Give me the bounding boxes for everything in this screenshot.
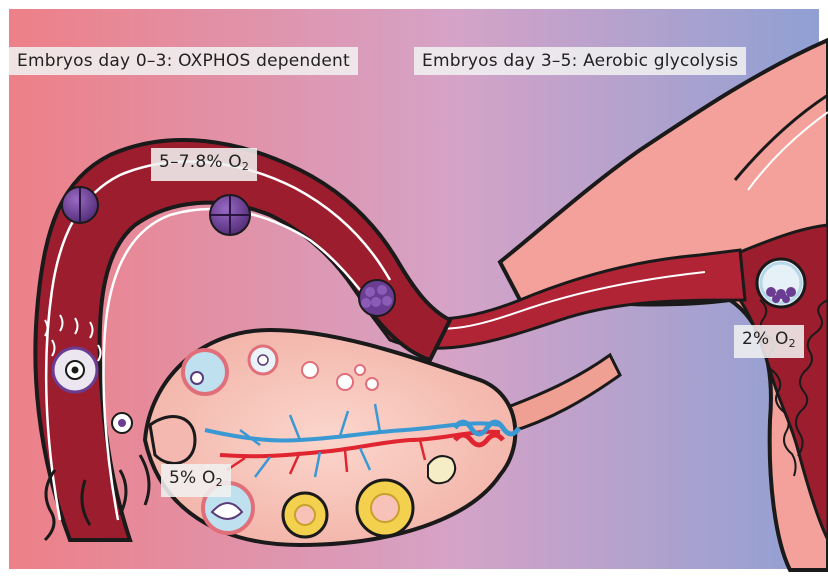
ovary-oxygen-value: 5% O [169,468,216,488]
corpus-albicans [428,456,455,483]
phase-label-oxphos: Embryos day 0–3: OXPHOS dependent [9,47,358,75]
embryo-4cell [210,195,250,235]
phase-label-oxphos-text: Embryos day 0–3: OXPHOS dependent [17,51,350,71]
phase-label-glycolysis: Embryos day 3–5: Aerobic glycolysis [414,47,746,75]
uterus-oxygen-label: 2% O2 [734,325,804,358]
oviduct-oxygen-subscript: 2 [242,160,249,173]
uterus-oxygen-value: 2% O [742,329,789,349]
embryo-morula [359,280,395,316]
ovary-oxygen-label: 5% O2 [161,464,231,497]
oviduct-oxygen-label: 5–7.8% O2 [151,148,257,181]
follicle [183,350,227,394]
oviduct-oxygen-value: 5–7.8% O [159,152,242,172]
embryo-2cell [62,187,98,223]
phase-label-glycolysis-text: Embryos day 3–5: Aerobic glycolysis [422,51,738,71]
ovary-oxygen-subscript: 2 [216,476,223,489]
embryo-blastocyst [757,259,805,307]
uterus-oxygen-subscript: 2 [789,337,796,350]
